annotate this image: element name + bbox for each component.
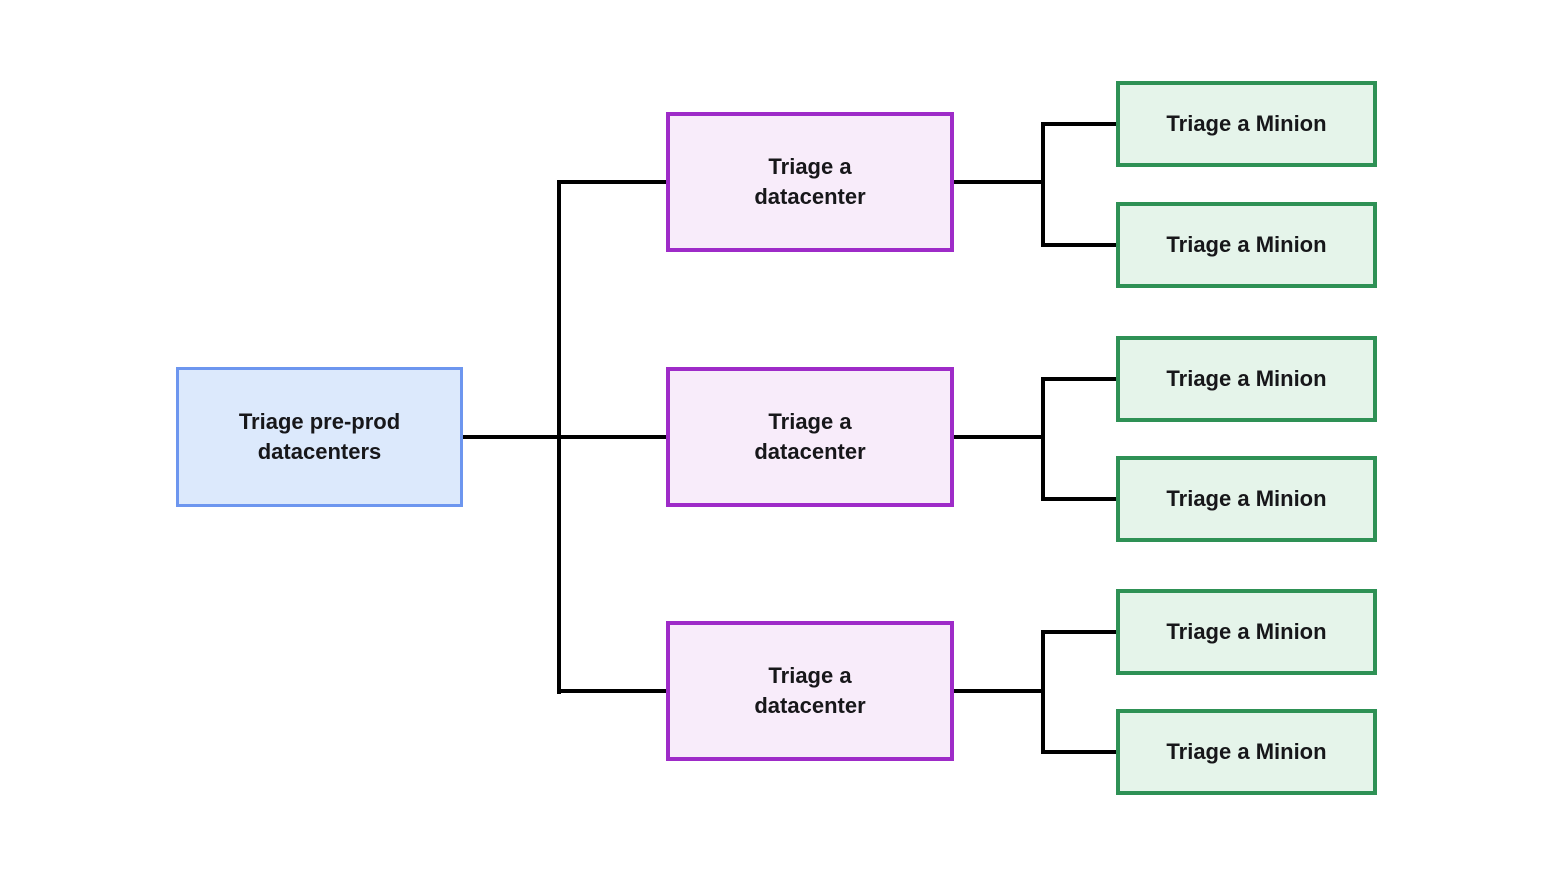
node-minion-6: Triage a Minion (1116, 709, 1377, 795)
node-minion-1: Triage a Minion (1116, 81, 1377, 167)
node-minion-5: Triage a Minion (1116, 589, 1377, 675)
edge-datacenter-2-to-branch (952, 435, 1045, 439)
edge-branch-2-to-minion-3 (1041, 377, 1120, 381)
edge-datacenter-3-to-branch (952, 689, 1045, 693)
node-datacenter-3-label: Triage a datacenter (754, 663, 866, 718)
node-minion-6-label: Triage a Minion (1166, 739, 1327, 765)
edge-branch-3-to-minion-6 (1041, 750, 1120, 754)
node-datacenter-1-label: Triage a datacenter (754, 154, 866, 209)
edge-branch-1-to-minion-2 (1041, 243, 1120, 247)
node-datacenter-2-label: Triage a datacenter (754, 409, 866, 464)
node-root-label: Triage pre-prod datacenters (238, 409, 401, 464)
node-minion-4-label: Triage a Minion (1166, 486, 1327, 512)
edge-branch-3-to-minion-5 (1041, 630, 1120, 634)
node-minion-3-label: Triage a Minion (1166, 366, 1327, 392)
node-minion-3: Triage a Minion (1116, 336, 1377, 422)
edge-branch-1-to-minion-1 (1041, 122, 1120, 126)
edge-branch-trunk-3 (1041, 630, 1045, 754)
edge-main-trunk (557, 180, 561, 694)
edge-trunk-to-datacenter-1 (557, 180, 670, 184)
node-datacenter-1: Triage a datacenter (666, 112, 954, 252)
node-minion-4: Triage a Minion (1116, 456, 1377, 542)
edge-branch-2-to-minion-4 (1041, 497, 1120, 501)
edge-branch-trunk-2 (1041, 377, 1045, 501)
node-root-triage-pre-prod-datacenters: Triage pre-prod datacenters (176, 367, 463, 507)
node-minion-2: Triage a Minion (1116, 202, 1377, 288)
edge-trunk-to-datacenter-3 (557, 689, 670, 693)
edge-root-to-datacenter-2 (460, 435, 670, 439)
edge-branch-trunk-1 (1041, 122, 1045, 247)
node-minion-1-label: Triage a Minion (1166, 111, 1327, 137)
node-datacenter-2: Triage a datacenter (666, 367, 954, 507)
node-minion-5-label: Triage a Minion (1166, 619, 1327, 645)
node-datacenter-3: Triage a datacenter (666, 621, 954, 761)
edge-datacenter-1-to-branch (952, 180, 1045, 184)
node-minion-2-label: Triage a Minion (1166, 232, 1327, 258)
